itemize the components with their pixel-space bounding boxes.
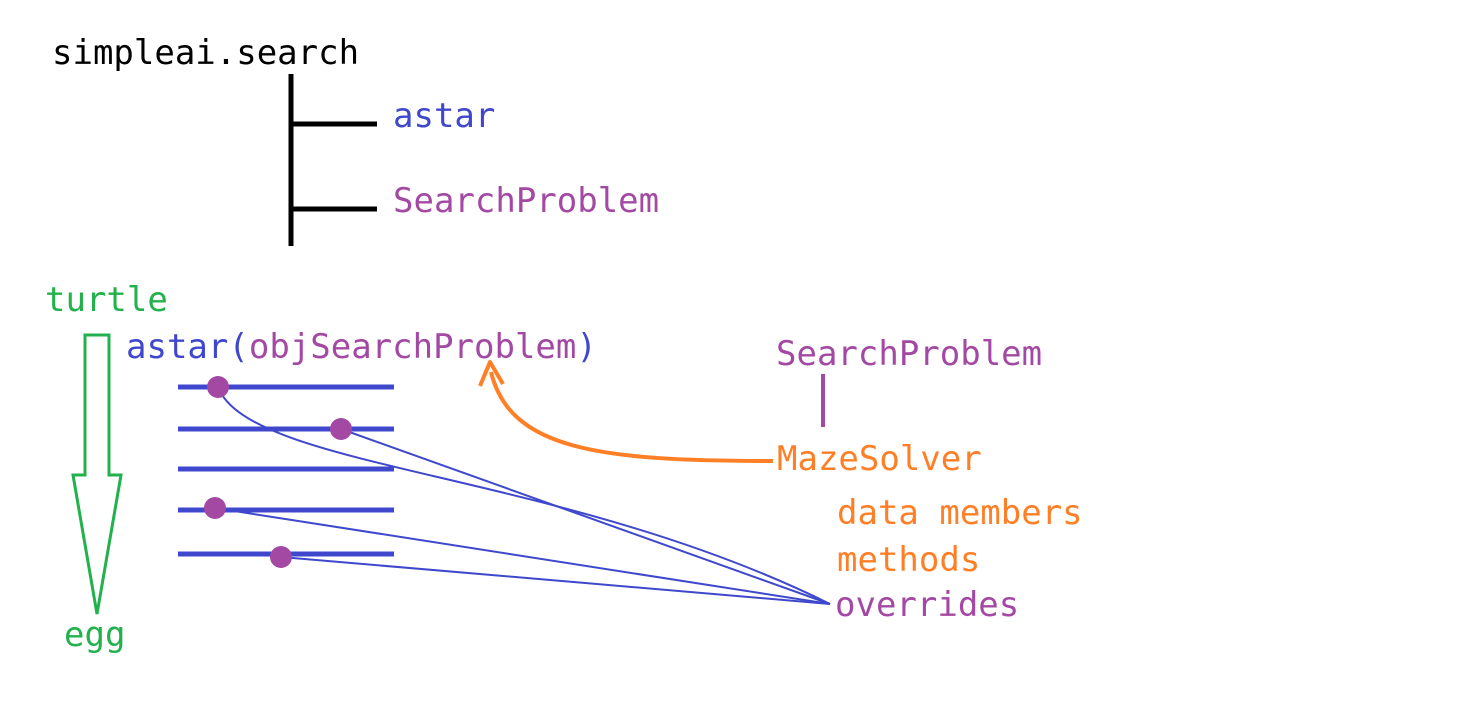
call-open-paren: ( bbox=[228, 327, 249, 367]
override-dot bbox=[270, 546, 292, 568]
subclass-label: MazeSolver bbox=[777, 439, 982, 479]
module-child-searchproblem: SearchProblem bbox=[393, 181, 660, 221]
subclass-methods: methods bbox=[837, 540, 981, 580]
override-connectors bbox=[214, 386, 831, 605]
override-connector bbox=[280, 556, 831, 605]
call-function-name: astar bbox=[126, 327, 229, 367]
module-name: simpleai.search bbox=[52, 33, 360, 73]
call-argument: objSearchProblem bbox=[248, 327, 577, 367]
code-lines bbox=[178, 384, 394, 557]
mazesolver-to-arg-arrow bbox=[489, 371, 774, 463]
override-connector bbox=[217, 386, 831, 605]
override-dots bbox=[204, 376, 352, 568]
call-close-paren: ) bbox=[576, 327, 597, 367]
subclass-overrides: overrides bbox=[835, 585, 1020, 625]
override-connector bbox=[214, 507, 831, 605]
override-dot bbox=[204, 497, 226, 519]
astar-call: astar(objSearchProblem) bbox=[126, 330, 597, 364]
base-class-label: SearchProblem bbox=[776, 334, 1043, 374]
override-connector bbox=[340, 428, 831, 605]
turtle-label: turtle bbox=[45, 280, 168, 320]
override-dot bbox=[330, 418, 352, 440]
egg-label: egg bbox=[64, 615, 126, 655]
turtle-to-egg-arrow bbox=[71, 333, 123, 615]
module-child-astar: astar bbox=[393, 96, 496, 136]
subclass-data-members: data members bbox=[837, 493, 1083, 533]
override-dot bbox=[207, 376, 229, 398]
mazesolver-to-arg-arrowhead bbox=[478, 360, 505, 387]
